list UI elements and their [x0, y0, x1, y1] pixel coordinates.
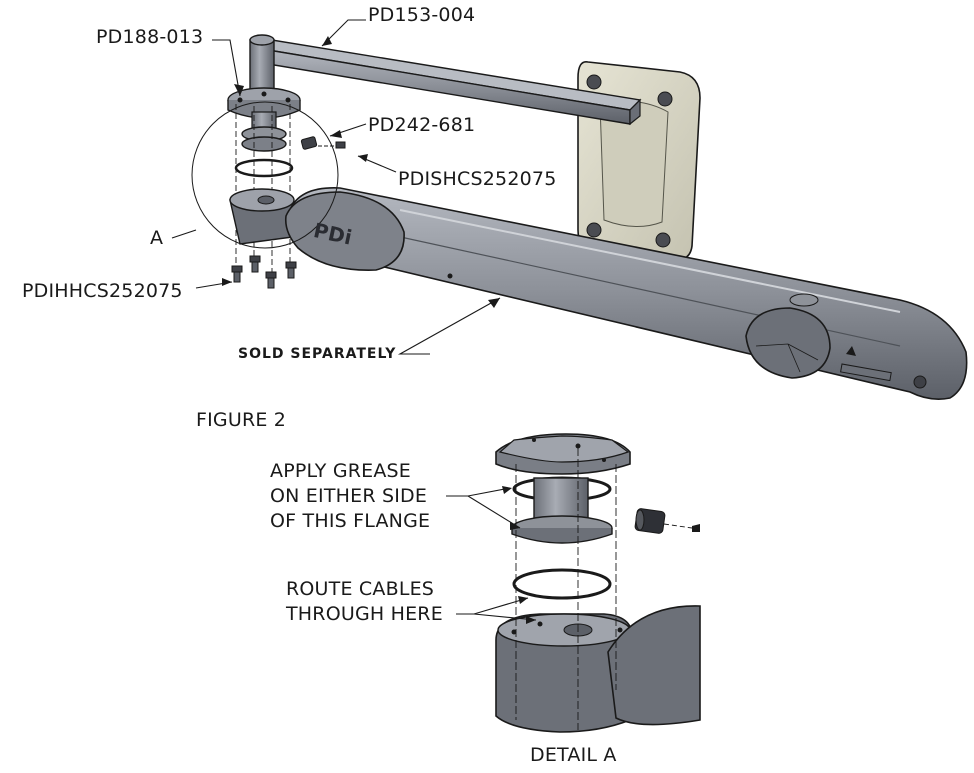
callout-sold-separately: SOLD SEPARATELY — [238, 346, 397, 362]
callout-pd188-013: PD188-013 — [96, 26, 204, 48]
detail-caption: DETAIL A — [530, 744, 617, 766]
figure-title: FIGURE 2 — [196, 409, 287, 431]
detail-a-view — [495, 433, 701, 733]
callout-pdihhcs252075: PDIHHCS252075 — [22, 280, 183, 302]
cables-note: ROUTE CABLES THROUGH HERE — [286, 577, 443, 627]
leader-lines — [171, 19, 501, 355]
cables-note-line: THROUGH HERE — [286, 603, 443, 625]
detail-leader-lines — [446, 487, 537, 621]
callout-pdishcs252075: PDISHCS252075 — [398, 168, 557, 190]
callout-pd242-681: PD242-681 — [368, 114, 476, 136]
bottom-screws — [231, 255, 297, 289]
grease-note-line: OF THIS FLANGE — [270, 510, 431, 532]
callout-detail-ref-a: A — [150, 227, 164, 249]
wall-plate — [577, 61, 701, 262]
grease-note: APPLY GREASE ON EITHER SIDE OF THIS FLAN… — [270, 459, 430, 534]
upper-arm-bar — [249, 34, 642, 126]
main-arm — [229, 187, 968, 400]
grease-note-line: ON EITHER SIDE — [270, 485, 428, 507]
pivot-stack — [227, 87, 301, 278]
grease-note-line: APPLY GREASE — [270, 460, 412, 482]
cables-note-line: ROUTE CABLES — [286, 578, 435, 600]
callout-pd153-004: PD153-004 — [368, 4, 476, 26]
set-screw — [300, 136, 346, 150]
detail-circle — [191, 101, 339, 249]
leader-arrowheads — [222, 36, 500, 308]
detail-arrowheads — [502, 486, 536, 624]
